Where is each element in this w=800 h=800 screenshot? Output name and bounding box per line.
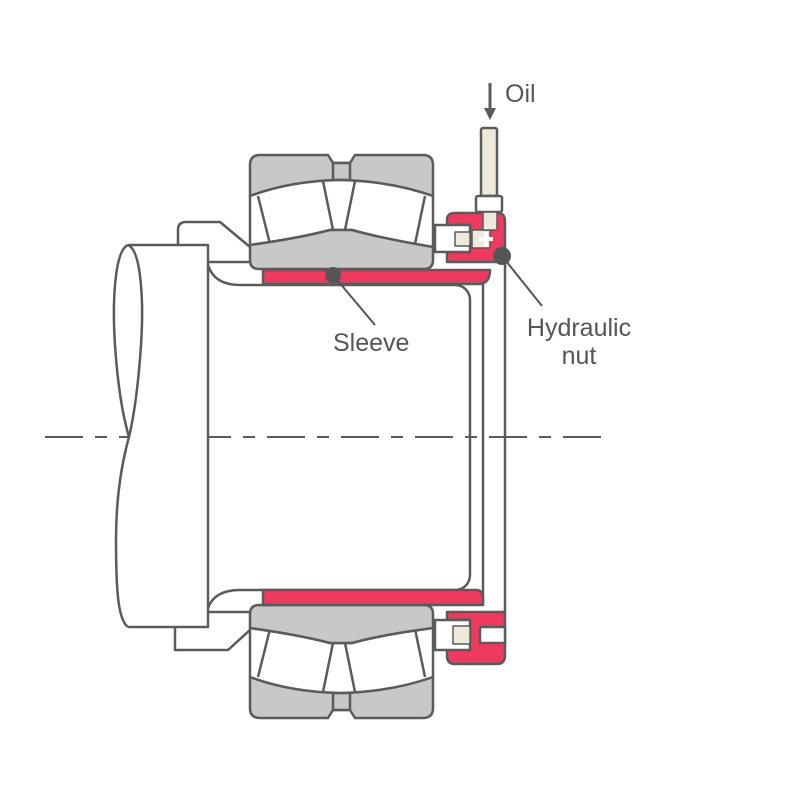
label-hydraulic-nut-line2: nut <box>561 342 597 370</box>
sleeve <box>261 268 492 607</box>
bearing-bottom <box>248 603 435 720</box>
shaft <box>112 243 472 629</box>
abutment-top <box>176 220 251 248</box>
label-oil: Oil <box>505 80 536 108</box>
label-hydraulic-nut-line1: Hydraulic <box>526 314 632 342</box>
leader-hydraulic-nut <box>493 247 543 307</box>
bearing-top <box>248 153 435 271</box>
leader-sleeve <box>325 267 376 326</box>
arrow-down-icon <box>484 83 496 120</box>
oil-connection-rod <box>474 126 504 231</box>
hydraulic-nut-bottom <box>433 610 507 666</box>
label-hydraulic-nut: Hydraulic nut <box>516 314 642 370</box>
abutment-bottom <box>173 627 251 652</box>
label-sleeve: Sleeve <box>333 329 410 357</box>
